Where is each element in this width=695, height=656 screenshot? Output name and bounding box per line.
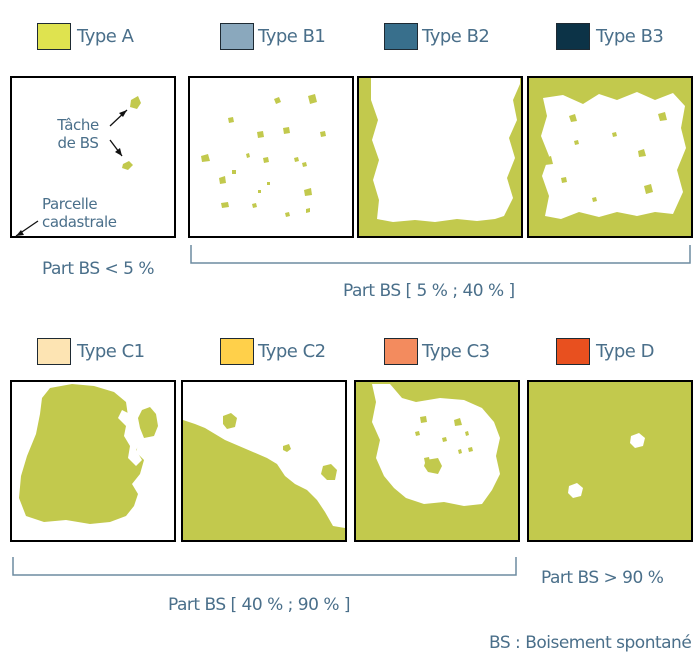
legend-label-type-c3: Type C3 (422, 341, 490, 362)
legend-swatch-type-a (37, 23, 71, 50)
legend-label-type-b1: Type B1 (258, 26, 326, 47)
legend-swatch-type-b1 (220, 23, 254, 50)
forest-patch (283, 127, 290, 134)
forest-patch (458, 449, 462, 454)
legend-swatch-type-b2 (384, 23, 418, 50)
forest-patch (638, 149, 646, 157)
panel-type-b3 (527, 76, 693, 238)
forest-patch (219, 176, 226, 184)
forest-patch (561, 177, 567, 183)
forest-patch (246, 153, 250, 158)
forest-patch (320, 131, 326, 137)
forest-patch (592, 197, 597, 202)
parcel-label: Parcelle cadastrale (42, 195, 117, 231)
legend-label-type-c1: Type C1 (77, 341, 145, 362)
forest-patch (308, 94, 317, 104)
forest-patch (574, 140, 579, 145)
forest-patch (232, 170, 236, 174)
legend-label-type-a: Type A (77, 26, 134, 47)
forest-patch (294, 157, 299, 162)
clearing (371, 78, 520, 222)
forest-patch (263, 157, 269, 163)
forest-patch (612, 132, 617, 137)
forest-patch (122, 161, 133, 170)
legend-label-type-d: Type D (596, 341, 654, 362)
footnote: BS : Boisement spontané (489, 633, 692, 653)
panel-type-c3 (354, 380, 520, 542)
legend-swatch-type-d (556, 338, 590, 365)
panel-type-a (10, 76, 176, 238)
legend-swatch-type-c2 (220, 338, 254, 365)
forest-patch (658, 112, 667, 121)
panel-type-c2 (181, 380, 347, 542)
forest-patch (544, 156, 553, 165)
caption-part-a: Part BS < 5 % (42, 259, 155, 279)
legend-label-type-c2: Type C2 (258, 341, 326, 362)
forest-patch (258, 190, 261, 193)
forest-patch (465, 431, 469, 436)
forest-patch (644, 184, 653, 194)
panel-type-c1 (10, 380, 176, 542)
bracket-b (190, 245, 691, 264)
forest-patch (468, 447, 473, 452)
forest-patch (304, 188, 312, 196)
legend-swatch-type-c1 (37, 338, 71, 365)
panel-type-d (527, 380, 693, 542)
forest-patch (454, 418, 462, 426)
legend-label-type-b2: Type B2 (422, 26, 490, 47)
forest-patch (257, 131, 264, 138)
clearing (568, 483, 583, 498)
forest-patch (138, 407, 158, 438)
legend-swatch-type-c3 (384, 338, 418, 365)
forest-patch (569, 114, 577, 122)
forest-patch (283, 444, 291, 452)
panel-type-b1 (188, 76, 354, 238)
forest-patch (420, 416, 427, 423)
clearing (630, 433, 645, 448)
forest-patch (228, 117, 234, 123)
forest-patch (19, 384, 144, 524)
forest-patch (424, 458, 442, 474)
caption-part-c: Part BS [ 40 % ; 90 % ] (168, 595, 351, 615)
clearing (372, 384, 500, 506)
forest-patch (252, 203, 257, 208)
panel-type-b2 (357, 76, 523, 238)
forest-patch (267, 182, 270, 185)
forest-patch (223, 413, 237, 429)
forest-patch (415, 431, 420, 436)
bracket-c (12, 557, 517, 576)
clearing (541, 92, 686, 219)
forest-patch (302, 162, 307, 167)
forest-patch (201, 154, 210, 162)
forest-patch (130, 96, 141, 109)
forest-patch (221, 202, 229, 208)
forest-patch (442, 437, 447, 442)
patch-label: Tâche de BS (57, 116, 99, 152)
legend-swatch-type-b3 (556, 23, 590, 50)
forest-patch (321, 464, 337, 480)
clearing (118, 410, 142, 466)
caption-part-d: Part BS > 90 % (541, 568, 664, 588)
legend-label-type-b3: Type B3 (596, 26, 664, 47)
forest-patch (285, 212, 290, 217)
forest-patch (274, 97, 281, 104)
caption-part-b: Part BS [ 5 % ; 40 % ] (343, 281, 515, 301)
forest-patch (306, 208, 310, 213)
